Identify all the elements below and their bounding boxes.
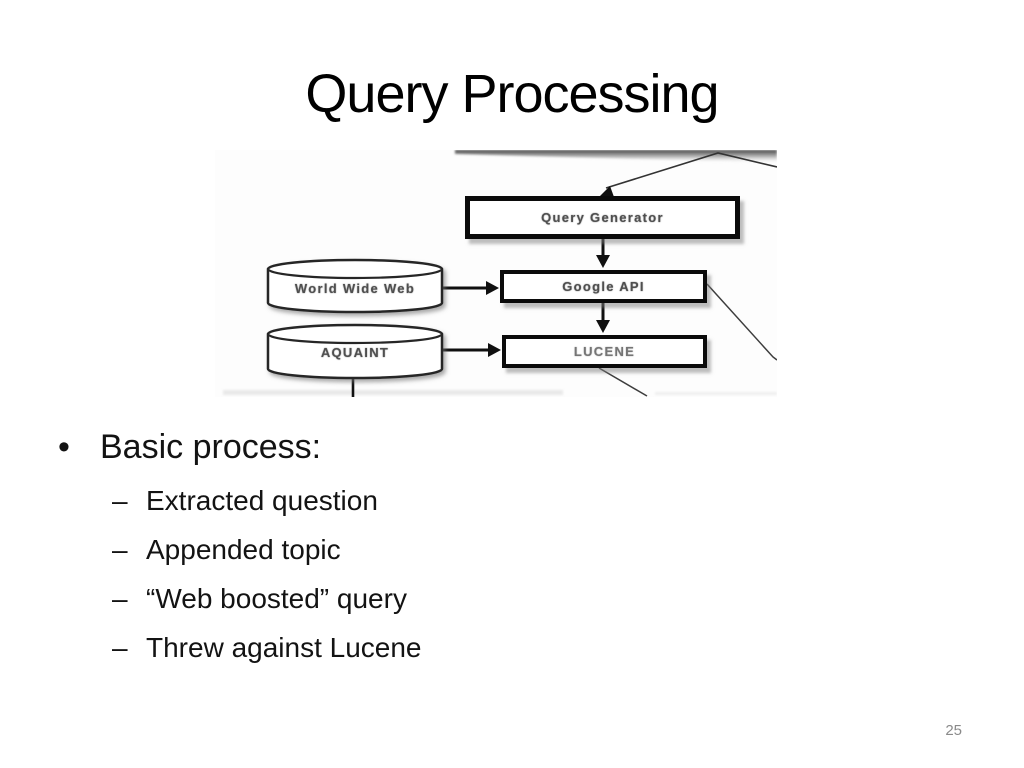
diagonal-line-right: [706, 283, 777, 361]
query-generator-box: Query Generator: [465, 196, 740, 239]
world-wide-web-cylinder: [266, 258, 444, 314]
google-api-label: Google API: [562, 279, 645, 294]
lucene-box: LUCENE: [502, 335, 707, 368]
bottom-crop-artifact: [223, 390, 563, 395]
arrowhead-down-icon: [596, 255, 610, 268]
page-number: 25: [945, 722, 962, 739]
list-item-basic-process: • Basic process:: [58, 427, 321, 467]
dash-marker-icon: –: [112, 632, 128, 663]
dash-marker-icon: –: [112, 534, 128, 565]
google-api-box: Google API: [500, 270, 707, 303]
list-item-text: “Web boosted” query: [146, 583, 407, 614]
query-flow-diagram: Query Generator Google API LUCENE World …: [215, 150, 777, 397]
list-item-text: Extracted question: [146, 485, 378, 516]
lucene-label: LUCENE: [573, 344, 636, 359]
arrowhead-right-icon: [488, 343, 501, 357]
dash-marker-icon: –: [112, 485, 128, 516]
arrowhead-down-icon: [596, 320, 610, 333]
list-item-text: Threw against Lucene: [146, 632, 422, 663]
diagonal-line-bottom: [598, 367, 648, 397]
aquaint-cylinder: [266, 323, 444, 380]
list-item-text: Basic process:: [100, 428, 322, 466]
diagram-shapes: [223, 150, 777, 397]
list-item: –Threw against Lucene: [112, 631, 422, 665]
incoming-line: [605, 152, 777, 189]
world-wide-web-label: World Wide Web: [294, 281, 416, 296]
slide-title: Query Processing: [305, 64, 719, 124]
query-generator-label: Query Generator: [541, 210, 664, 225]
list-item: –Extracted question: [112, 484, 378, 518]
incoming-arrowhead-icon: [600, 186, 614, 197]
cropped-top-band: [455, 150, 777, 163]
aquaint-label: AQUAINT: [320, 345, 390, 360]
bullet-marker-icon: •: [58, 428, 70, 466]
list-item: –Appended topic: [112, 533, 341, 567]
bottom-crop-artifact: [655, 392, 777, 395]
list-item: –“Web boosted” query: [112, 582, 407, 616]
list-item-text: Appended topic: [146, 534, 341, 565]
dash-marker-icon: –: [112, 583, 128, 614]
arrowhead-right-icon: [486, 281, 499, 295]
